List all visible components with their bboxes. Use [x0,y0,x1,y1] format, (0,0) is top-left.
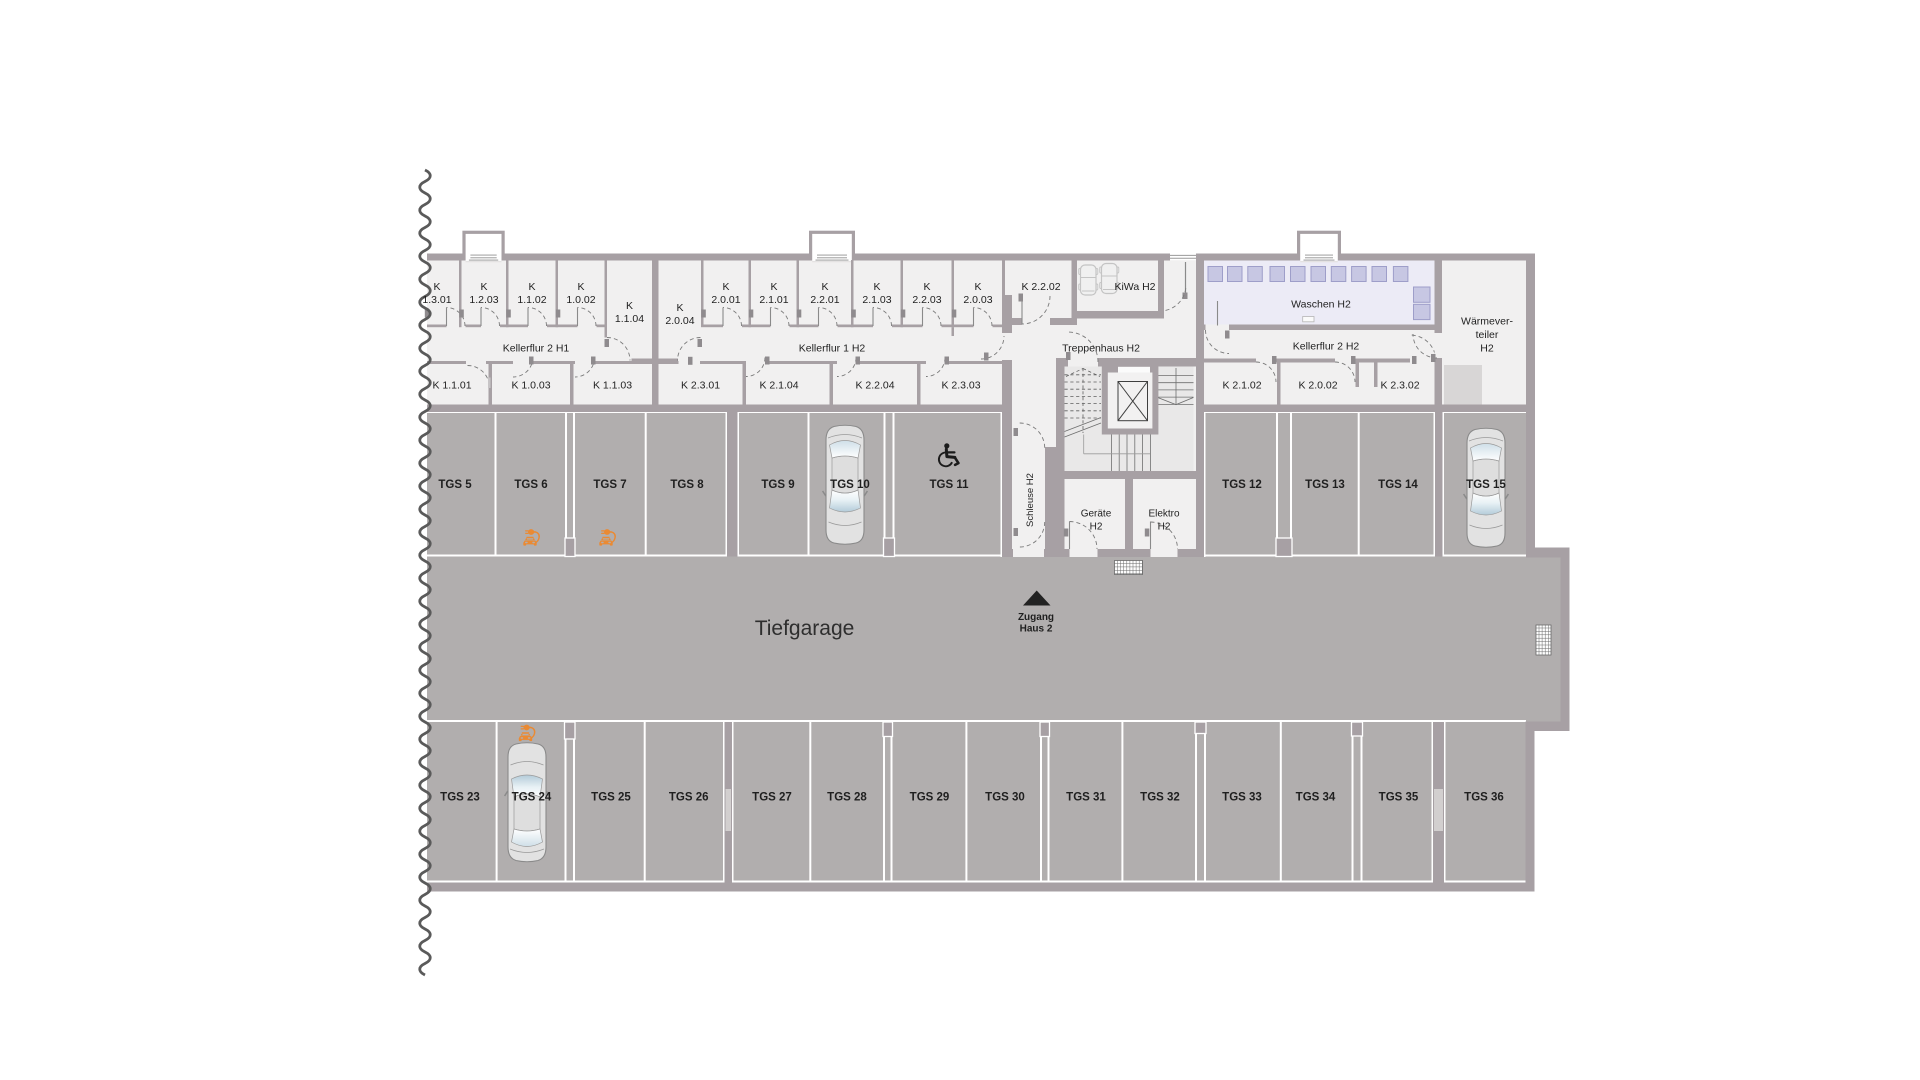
svg-text:Wärmever-: Wärmever- [1461,316,1513,328]
svg-text:K: K [433,281,440,293]
svg-text:K 2.1.04: K 2.1.04 [759,380,798,392]
svg-text:KiWa H2: KiWa H2 [1114,281,1155,293]
svg-text:Kellerflur 2 H2: Kellerflur 2 H2 [1293,341,1360,353]
svg-text:1.1.04: 1.1.04 [615,313,644,325]
svg-text:K: K [480,281,487,293]
svg-text:K: K [676,302,683,314]
svg-text:K: K [722,281,729,293]
svg-text:K 2.3.03: K 2.3.03 [941,380,980,392]
svg-text:TGS 35: TGS 35 [1379,792,1419,804]
svg-text:K: K [626,300,633,312]
svg-text:TGS 32: TGS 32 [1140,792,1180,804]
svg-text:TGS 13: TGS 13 [1305,479,1345,491]
svg-text:H2: H2 [1480,343,1494,355]
svg-text:Treppenhaus H2: Treppenhaus H2 [1062,343,1140,355]
svg-text:K: K [923,281,930,293]
svg-text:TGS 8: TGS 8 [670,479,704,491]
svg-text:Kellerflur 1 H2: Kellerflur 1 H2 [799,343,866,355]
svg-text:Haus 2: Haus 2 [1020,624,1053,635]
svg-text:teiler: teiler [1476,329,1499,341]
svg-text:K: K [528,281,535,293]
svg-text:TGS 33: TGS 33 [1222,792,1262,804]
svg-text:K 1.1.01: K 1.1.01 [432,380,471,392]
svg-text:Tiefgarage: Tiefgarage [755,617,855,640]
svg-text:Waschen H2: Waschen H2 [1291,299,1351,311]
svg-text:1.2.03: 1.2.03 [469,294,498,306]
svg-text:TGS 12: TGS 12 [1222,479,1262,491]
svg-text:K 2.2.04: K 2.2.04 [855,380,894,392]
svg-text:K 2.0.02: K 2.0.02 [1298,380,1337,392]
svg-text:K: K [770,281,777,293]
svg-text:K: K [577,281,584,293]
svg-text:TGS 11: TGS 11 [930,479,970,491]
svg-text:TGS 15: TGS 15 [1466,479,1506,491]
svg-text:TGS 23: TGS 23 [440,792,480,804]
svg-text:K: K [873,281,880,293]
svg-text:2.1.01: 2.1.01 [759,294,788,306]
svg-text:2.0.04: 2.0.04 [665,315,694,327]
svg-text:2.2.03: 2.2.03 [912,294,941,306]
svg-text:K 2.3.01: K 2.3.01 [681,380,720,392]
svg-text:K 2.3.02: K 2.3.02 [1380,380,1419,392]
svg-text:K 2.1.02: K 2.1.02 [1222,380,1261,392]
svg-text:2.0.03: 2.0.03 [963,294,992,306]
svg-text:TGS 31: TGS 31 [1066,792,1106,804]
svg-text:K: K [974,281,981,293]
svg-text:K 1.0.03: K 1.0.03 [511,380,550,392]
svg-text:TGS 5: TGS 5 [438,479,472,491]
svg-text:TGS 36: TGS 36 [1464,792,1504,804]
svg-text:TGS 28: TGS 28 [827,792,867,804]
svg-text:TGS 24: TGS 24 [512,792,552,804]
svg-text:TGS 6: TGS 6 [514,479,547,491]
svg-text:1.1.02: 1.1.02 [517,294,546,306]
svg-text:K: K [821,281,828,293]
svg-text:TGS 30: TGS 30 [985,792,1025,804]
svg-text:H2: H2 [1090,522,1103,533]
svg-text:2.0.01: 2.0.01 [711,294,740,306]
svg-text:TGS 7: TGS 7 [593,479,626,491]
svg-text:TGS 34: TGS 34 [1296,792,1336,804]
svg-text:Zugang: Zugang [1018,612,1054,623]
svg-text:1.3.01: 1.3.01 [422,294,451,306]
svg-text:TGS 27: TGS 27 [752,792,792,804]
svg-text:K 1.1.03: K 1.1.03 [593,380,632,392]
svg-text:K 2.2.02: K 2.2.02 [1021,281,1060,293]
svg-text:TGS 14: TGS 14 [1378,479,1418,491]
svg-text:Elektro: Elektro [1148,509,1180,520]
svg-text:2.2.01: 2.2.01 [810,294,839,306]
svg-text:1.0.02: 1.0.02 [566,294,595,306]
svg-text:Kellerflur 2 H1: Kellerflur 2 H1 [503,343,570,355]
svg-text:TGS 25: TGS 25 [591,792,631,804]
svg-text:TGS 29: TGS 29 [910,792,950,804]
svg-text:2.1.03: 2.1.03 [862,294,891,306]
svg-text:Schleuse H2: Schleuse H2 [1025,473,1036,527]
svg-text:TGS 9: TGS 9 [761,479,794,491]
svg-text:Geräte: Geräte [1081,509,1112,520]
svg-text:TGS 26: TGS 26 [669,792,709,804]
svg-text:TGS 10: TGS 10 [830,479,870,491]
svg-text:H2: H2 [1158,522,1171,533]
